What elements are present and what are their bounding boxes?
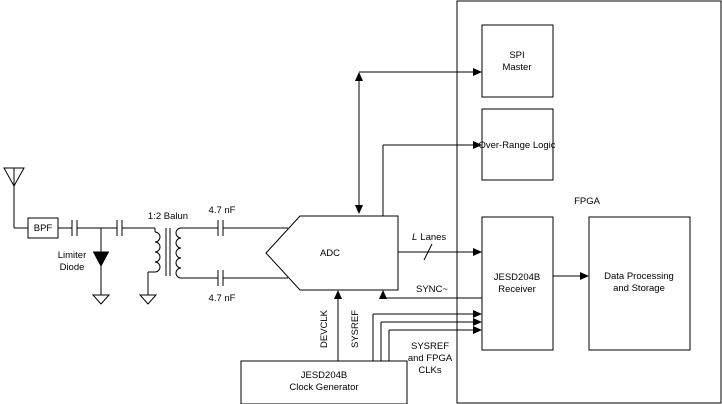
lanes-link xyxy=(398,243,482,261)
sysref-fpga-line3: CLKs xyxy=(418,365,441,376)
clock-gen-line2: Clock Generator xyxy=(289,382,358,393)
clock-links-adc xyxy=(334,290,342,361)
clock-gen-line1: JESD204B xyxy=(301,370,347,381)
control-links xyxy=(355,68,482,216)
diode-label: Diode xyxy=(60,262,85,273)
fpga-label: FPGA xyxy=(574,196,601,207)
data-processing-block: Data Processing and Storage xyxy=(588,216,691,351)
receiver-line2: Receiver xyxy=(498,284,536,295)
clock-generator-block: JESD204B Clock Generator xyxy=(240,360,408,404)
lanes-italic: L xyxy=(412,232,417,243)
fpga-block: FPGA xyxy=(456,0,722,404)
adc-block: ADC xyxy=(265,215,399,291)
bpf-block: BPF xyxy=(27,217,59,239)
cap-bottom-label: 4.7 nF xyxy=(209,293,236,304)
bpf-label: BPF xyxy=(34,223,53,234)
processing-line2: and Storage xyxy=(613,283,665,294)
devclk-label: DEVCLK xyxy=(319,309,330,348)
sync-label: SYNC~ xyxy=(416,284,448,295)
sysref-label: SYSREF xyxy=(350,310,361,348)
limiter-diode-icon xyxy=(91,228,111,305)
spi-line1: SPI xyxy=(509,50,524,61)
balun-label: 1:2 Balun xyxy=(148,211,188,222)
sysref-fpga-line1: SYSREF xyxy=(411,341,449,352)
over-range-logic-block: Over-Range Logic xyxy=(478,108,556,181)
sync-link xyxy=(379,290,482,299)
receiver-line1: JESD204B xyxy=(494,272,540,283)
balun-transformer-icon xyxy=(138,227,182,305)
receiver-to-processing-link xyxy=(553,272,589,280)
jesd204b-receiver-block: JESD204B Receiver xyxy=(481,216,554,351)
cap-top-label: 4.7 nF xyxy=(209,205,236,216)
spi-master-block: SPI Master xyxy=(481,24,554,98)
differential-lines xyxy=(181,220,288,286)
limiter-label: Limiter xyxy=(58,250,87,261)
sysref-fpga-line2: and FPGA xyxy=(408,353,453,364)
overrange-label: Over-Range Logic xyxy=(478,140,555,151)
input-signal-path xyxy=(58,220,156,236)
lanes-text: Lanes xyxy=(420,232,446,243)
processing-line1: Data Processing xyxy=(604,271,674,282)
spi-line2: Master xyxy=(502,62,531,73)
adc-label: ADC xyxy=(320,248,340,259)
antenna-icon xyxy=(3,167,28,229)
